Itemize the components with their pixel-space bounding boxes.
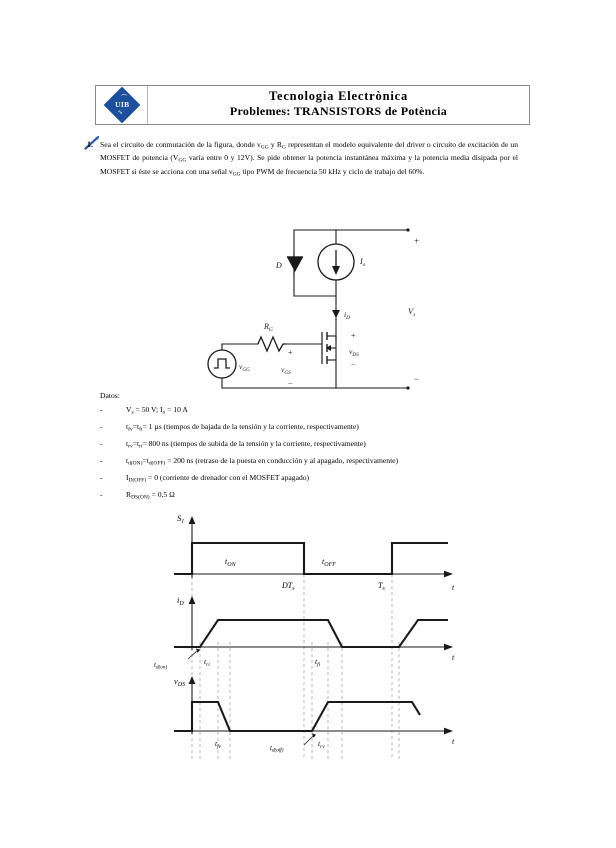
vds-x-axis-arrow-icon <box>444 727 453 735</box>
datos-row: - td(ON)=td(OFF) = 200 ns (retraso de la… <box>100 456 520 468</box>
id-y-axis-arrow-icon <box>188 596 196 604</box>
circuit-diagram: D Io iD <box>207 228 419 390</box>
problem-text: Sea el circuito de conmutación de la fig… <box>100 140 518 178</box>
vds-label: vDS <box>349 347 359 358</box>
vds-plus-sign: + <box>351 331 356 340</box>
td-off-arrow-icon <box>312 733 316 738</box>
datos-row: - trv=tri= 800 ns (tiempos de subida de … <box>100 439 520 451</box>
vgs-label: vGS <box>281 365 291 376</box>
uib-logo-cell: ⌒ UIB ∿ <box>96 86 148 124</box>
supply-plus-sign: + <box>414 236 419 246</box>
id-time-axis-label: t <box>452 653 455 662</box>
plot-switching-signal: S1 tON tOFF DTs Ts t <box>174 513 455 592</box>
datos-bullet: - <box>100 438 103 448</box>
diode-label: D <box>275 261 282 270</box>
problem-statement: 1. Sea el circuito de conmutación de la … <box>84 136 518 179</box>
uib-logo-arc-bottom-icon: ∿ <box>117 110 123 117</box>
supply-terminal-positive <box>406 228 410 232</box>
uib-logo-icon: ⌒ UIB ∿ <box>103 86 140 124</box>
datos-row-text: Vs = 50 V; Io = 10 A <box>126 404 188 416</box>
tri-label: tri <box>204 657 210 668</box>
vgs-minus-sign: − <box>288 379 293 388</box>
vgs-plus-sign: + <box>288 348 293 357</box>
problem-number: 1. <box>87 140 93 149</box>
td-off-leader-line <box>303 734 315 746</box>
id-waveform-trace <box>174 618 448 649</box>
vds-minus-sign: − <box>351 360 356 369</box>
gate-resistor-label: RG <box>263 322 273 333</box>
gate-source-label: vGG <box>239 362 250 373</box>
alignment-guides <box>191 522 400 760</box>
current-source-icon <box>317 243 355 281</box>
plot-drain-current: iD td(on) tri tfi t <box>154 595 455 671</box>
header-title-block: Tecnologia Electrònica Problemes: TRANSI… <box>148 86 529 124</box>
id-x-axis-arrow-icon <box>444 643 453 651</box>
trv-label: trv <box>318 739 325 750</box>
gate-resistor-icon <box>257 335 286 353</box>
datos-bullet: - <box>100 404 103 414</box>
drain-current-arrow-icon <box>332 310 340 318</box>
td-on-leader-line <box>187 649 199 660</box>
document-header: ⌒ UIB ∿ Tecnologia Electrònica Problemes… <box>95 85 530 125</box>
page-subtitle: Problemes: TRANSISTORS de Potència <box>229 104 448 119</box>
datos-row: - RDS(ON) = 0,5 Ω <box>100 490 520 502</box>
dts-label: DTs <box>281 581 295 592</box>
supply-voltage-label: Vs <box>408 306 415 318</box>
datos-row-text: trv=tri= 800 ns (tiempos de subida de la… <box>126 438 366 450</box>
td-on-label: td(on) <box>154 661 167 671</box>
drain-current-label: iD <box>344 310 350 321</box>
td-on-arrow-icon <box>196 648 200 653</box>
plot-drain-source-voltage: vDS tfv td(off) trv t <box>174 676 455 754</box>
datos-row: - ID(OFF) = 0 (corriente de drenador con… <box>100 473 520 485</box>
vds-y-axis-arrow-icon <box>188 676 196 684</box>
datos-bullet: - <box>100 456 103 466</box>
tfi-label: tfi <box>315 657 321 668</box>
datos-row-text: td(ON)=td(OFF) = 200 ns (retraso de la p… <box>126 456 399 467</box>
datos-row-text: ID(OFF) = 0 (corriente de drenador con e… <box>126 473 310 484</box>
tfv-label: tfv <box>215 739 222 750</box>
gate-drive-source-icon <box>207 349 237 379</box>
datos-row: - tfv=tfi= 1 µs (tiempos de bajada de la… <box>100 422 520 434</box>
uib-logo-text: UIB <box>114 100 129 110</box>
s1-axis-label: S1 <box>177 513 184 525</box>
datos-row-text: tfv=tfi= 1 µs (tiempos de bajada de la t… <box>126 421 359 433</box>
vds-waveform-trace <box>174 700 421 733</box>
current-source-label: Io <box>359 257 366 268</box>
freewheeling-diode-icon <box>287 252 303 278</box>
s1-time-axis-label: t <box>452 583 455 592</box>
ton-label: tON <box>225 557 237 568</box>
datos-bullet: - <box>100 490 103 500</box>
datos-bullet: - <box>100 473 103 483</box>
datos-title: Datos: <box>100 391 120 400</box>
supply-terminal-negative <box>406 386 410 390</box>
td-off-label: td(off) <box>270 744 284 754</box>
vds-axis-label: vDS <box>174 676 185 688</box>
s1-y-axis-arrow-icon <box>188 516 196 524</box>
datos-row: - Vs = 50 V; Io = 10 A <box>100 405 520 417</box>
ts-label: Ts <box>378 581 385 592</box>
toff-label: tOFF <box>322 557 336 568</box>
mosfet-icon <box>321 332 337 364</box>
vds-time-axis-label: t <box>452 737 455 746</box>
s1-waveform-trace <box>174 541 448 576</box>
page-title: Tecnologia Electrònica <box>269 88 408 103</box>
datos-row-text: RDS(ON) = 0,5 Ω <box>126 490 175 501</box>
datos-bullet: - <box>100 421 103 431</box>
datos-section: Datos: - Vs = 50 V; Io = 10 A - tfv=tfi=… <box>100 392 520 507</box>
s1-x-axis-arrow-icon <box>444 570 453 578</box>
switching-waveforms-figure: S1 tON tOFF DTs Ts t iD td(on) tri tfi t <box>154 513 455 760</box>
id-axis-label: iD <box>177 595 184 607</box>
supply-minus-sign: − <box>414 374 419 384</box>
